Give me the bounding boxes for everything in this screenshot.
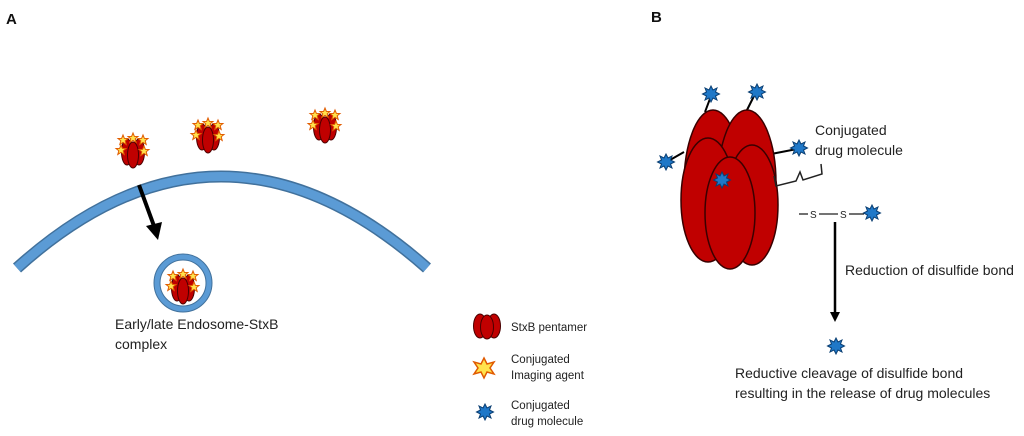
legend-pentamer-icon	[473, 313, 501, 340]
panel-b-label: B	[651, 9, 662, 26]
result-label-line2: resulting in the release of drug molecul…	[735, 385, 990, 401]
large-pentamer-conjugate	[657, 83, 808, 270]
membrane-pentamer-1	[115, 132, 150, 169]
membrane-pentamer-2	[190, 117, 225, 154]
drug-molecule-top-left	[702, 85, 720, 103]
legend-imaging-label-line2: Imaging agent	[511, 370, 585, 382]
internalization-arrow	[137, 184, 162, 240]
conjugated-drug-label-line1: Conjugated	[815, 122, 887, 138]
result-label-line1: Reductive cleavage of disulfide bond	[735, 365, 963, 381]
drug-molecule-center	[713, 171, 731, 189]
legend-imaging-label-line1: Conjugated	[511, 354, 570, 366]
legend-pentamer-label: StxB pentamer	[511, 322, 587, 334]
legend-drug-icon	[476, 403, 494, 421]
legend-drug-label-line1: Conjugated	[511, 400, 570, 412]
sulfur-left-label: S	[810, 210, 817, 221]
disulfide-linkage: S S	[799, 204, 881, 222]
zoom-brace	[773, 163, 823, 187]
drug-molecule-top-right	[748, 83, 766, 101]
released-drug-molecule	[827, 337, 845, 355]
endosome-caption-line2: complex	[115, 336, 167, 352]
reduction-arrow	[830, 222, 840, 322]
legend-drug-label-line2: drug molecule	[511, 416, 583, 428]
conjugated-drug-label-line2: drug molecule	[815, 142, 903, 158]
endosome-caption-line1: Early/late Endosome-StxB	[115, 316, 278, 332]
reduction-label: Reduction of disulfide bond	[845, 262, 1014, 278]
panel-a-label: A	[6, 11, 17, 28]
drug-molecule-right	[790, 139, 808, 157]
membrane-pentamer-3	[307, 107, 342, 144]
sulfur-right-label: S	[840, 210, 847, 221]
legend: StxB pentamer Conjugated Imaging agent C…	[472, 313, 587, 428]
drug-molecule-left	[657, 153, 675, 171]
linked-drug-molecule	[863, 204, 881, 222]
legend-imaging-star-icon	[472, 356, 496, 380]
